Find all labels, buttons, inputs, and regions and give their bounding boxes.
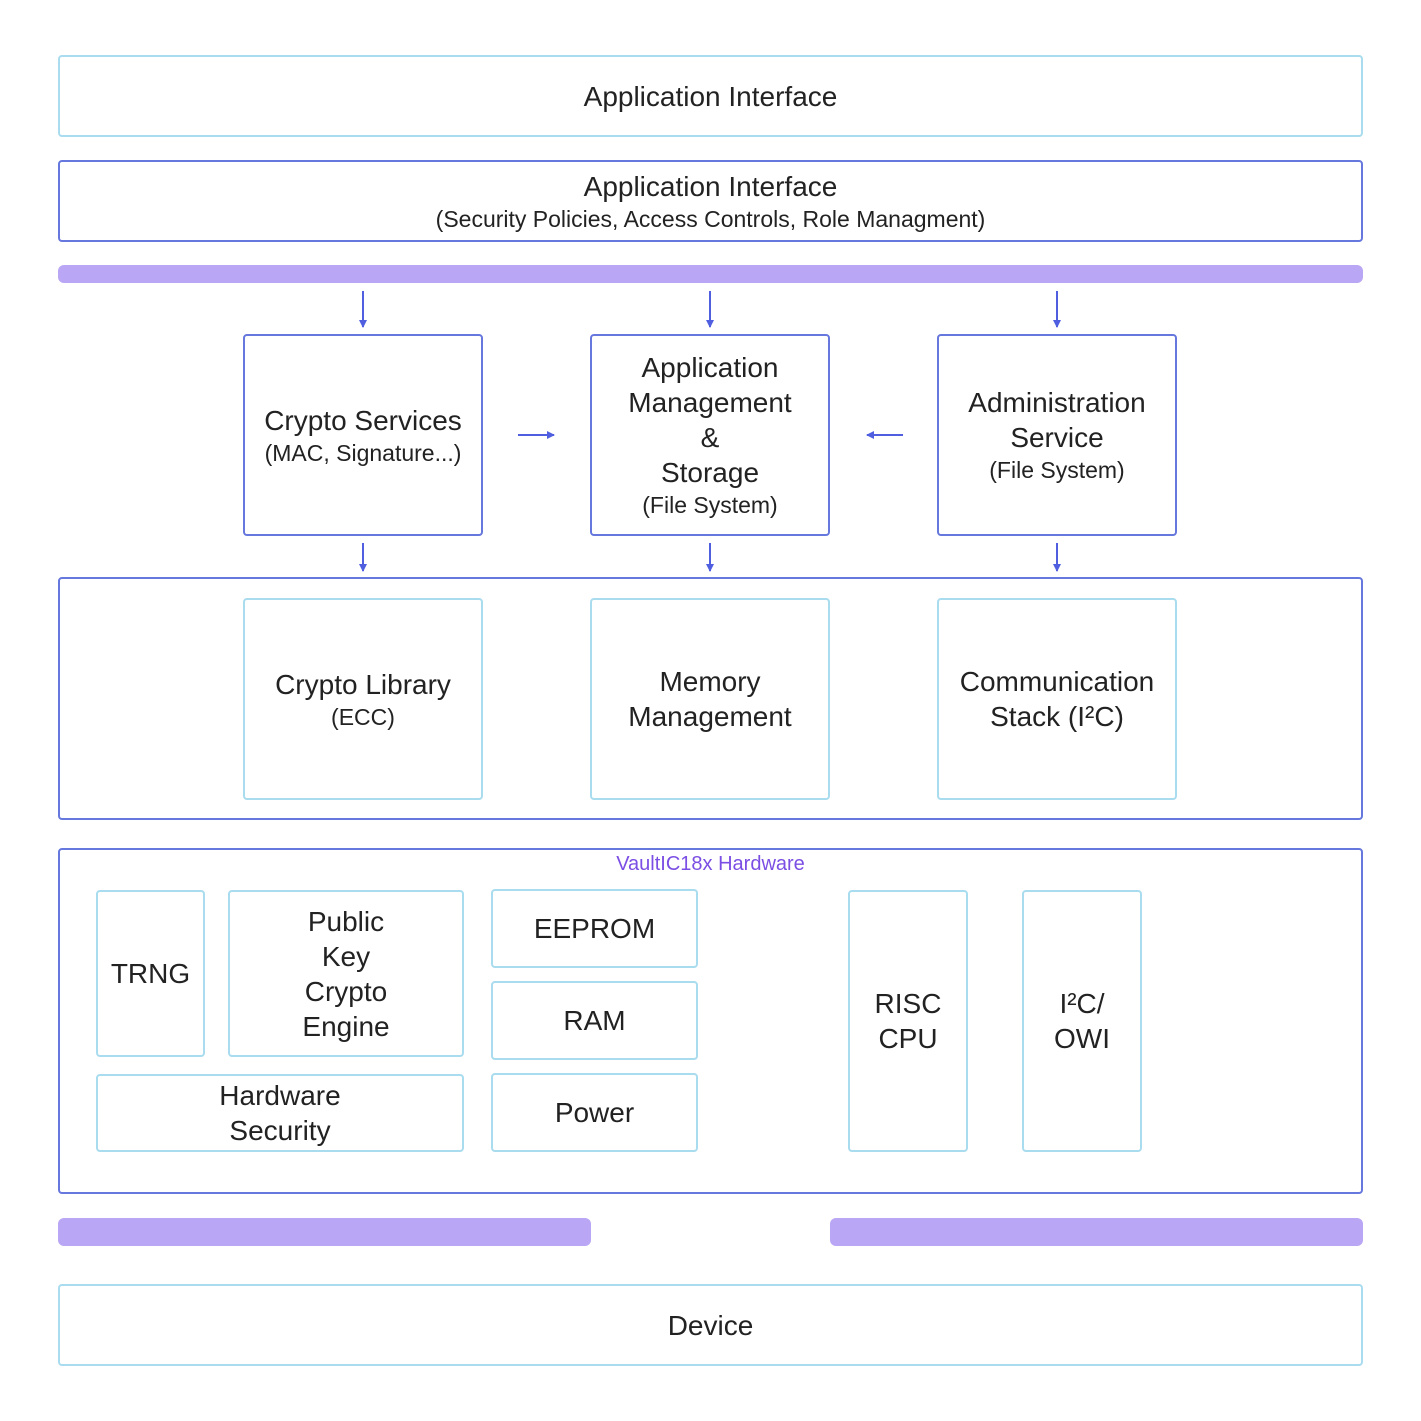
trng-label: TRNG [110,958,191,989]
hw-security-line-1: Hardware [219,1080,341,1111]
application-management-box: Application Management & Storage (File S… [590,334,830,536]
pk-line-2: Key [321,940,371,972]
communication-stack-box: Communication Stack (I²C) [937,598,1177,800]
device-layer: Device [58,1284,1363,1366]
policy-interface-subtitle: (Security Policies, Access Controls, Rol… [435,205,986,232]
app-mgmt-line-3: & [700,422,720,453]
ram-box: RAM [491,981,698,1060]
cpu-line-1: RISC [874,988,942,1019]
i2c-owi-box: I²C/ OWI [1022,890,1142,1152]
crypto-library-title: Crypto Library [275,668,451,700]
bottom-bus-bar-left [58,1218,591,1246]
admin-line-1: Administration [968,387,1146,418]
trng-box: TRNG [96,890,205,1057]
bottom-bus-bar-right [830,1218,1363,1246]
eeprom-box: EEPROM [491,889,698,968]
power-label: Power [554,1097,635,1128]
app-mgmt-line-1: Application [641,352,779,383]
ram-label: RAM [563,1005,626,1036]
crypto-services-title: Crypto Services [264,404,462,436]
admin-subtitle: (File System) [989,457,1125,483]
eeprom-label: EEPROM [533,913,656,944]
administration-service-box: Administration Service (File System) [937,334,1177,536]
device-title: Device [667,1309,754,1341]
public-key-engine-box: Public Key Crypto Engine [228,890,464,1057]
app-mgmt-line-2: Management [628,387,792,418]
hw-security-line-2: Security [229,1115,331,1146]
hardware-title: VaultIC18x Hardware [616,853,805,875]
pk-line-3: Crypto [304,975,388,1007]
pk-line-4: Engine [302,1010,390,1042]
io-line-1: I²C/ [1059,988,1105,1019]
crypto-library-box: Crypto Library (ECC) [243,598,483,800]
pk-line-1: Public [307,905,385,937]
memory-line-1: Memory [659,666,761,697]
admin-line-2: Service [1010,422,1104,453]
policy-interface-layer: Application Interface (Security Policies… [58,160,1363,242]
risc-cpu-box: RISC CPU [848,890,968,1152]
comm-line-2: Stack (I²C) [990,701,1124,732]
cpu-line-2: CPU [878,1023,938,1054]
comm-line-1: Communication [959,666,1155,697]
app-mgmt-subtitle: (File System) [642,492,778,518]
io-line-2: OWI [1054,1023,1110,1054]
memory-management-box: Memory Management [590,598,830,800]
power-box: Power [491,1073,698,1152]
app-mgmt-line-4: Storage [660,457,760,488]
policy-interface-title: Application Interface [583,170,838,202]
crypto-library-subtitle: (ECC) [331,703,395,730]
crypto-services-subtitle: (MAC, Signature...) [264,439,462,466]
application-interface-layer: Application Interface [58,55,1363,137]
memory-line-2: Management [628,701,792,732]
crypto-services-box: Crypto Services (MAC, Signature...) [243,334,483,536]
hardware-security-box: Hardware Security [96,1074,464,1152]
top-bus-bar [58,265,1363,283]
application-interface-title: Application Interface [583,80,838,112]
